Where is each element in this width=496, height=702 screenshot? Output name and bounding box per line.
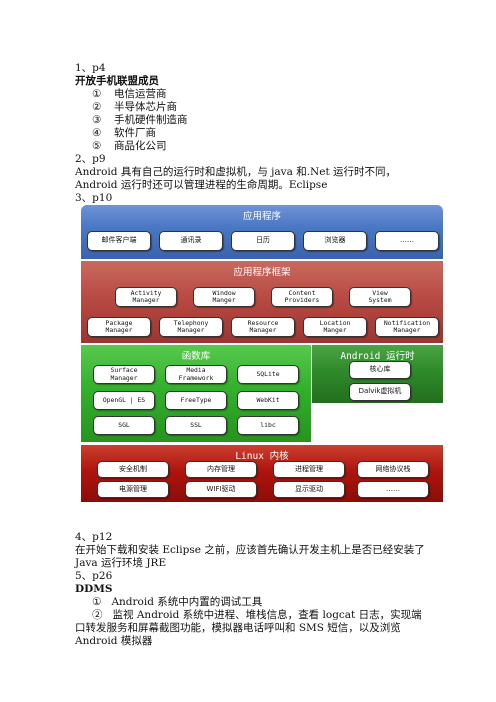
member-item: ② 半导体芯片商 <box>92 101 177 114</box>
section-2-paragraph: Android 具有自己的运行时和虚拟机，与 java 和.Net 运行时不同，… <box>75 166 397 191</box>
ddms-item-number: ② <box>92 609 113 621</box>
library-box: WebKit <box>237 391 299 410</box>
member-item-text: 电信运营商 <box>114 88 167 100</box>
section-3-heading: 3、p10 <box>75 192 113 204</box>
applications-title: 应用程序 <box>242 211 281 222</box>
runtime-title: Android 运行时 <box>340 351 415 362</box>
ddms-item-text: Android 系统中内置的调试工具 <box>111 596 263 608</box>
member-item-text: 软件厂商 <box>114 127 156 139</box>
section-1-heading: 1、p4 <box>75 62 106 74</box>
member-item: ① 电信运营商 <box>92 88 167 101</box>
kernel-title: Linux 内核 <box>235 451 289 462</box>
member-item: ④ 软件厂商 <box>92 127 156 140</box>
member-item-number: ④ <box>92 127 102 139</box>
member-item-number: ⑤ <box>92 140 102 152</box>
member-item-text: 半导体芯片商 <box>114 101 177 113</box>
ddms-item: ① Android 系统中内置的调试工具 <box>75 596 430 609</box>
member-item-number: ① <box>92 88 102 100</box>
kernel-box: …… <box>357 481 429 498</box>
section-4-heading: 4、p12 <box>75 531 113 543</box>
ddms-item: ② 监视 Android 系统中进程、堆栈信息，查看 logcat 日志，实现端… <box>75 609 430 648</box>
library-box: FreeType <box>165 391 227 410</box>
member-item: ③ 手机硬件制造商 <box>92 114 188 127</box>
app-box: 浏览器 <box>303 231 367 251</box>
app-box: 通讯录 <box>159 231 223 251</box>
kernel-box: WIFI驱动 <box>185 481 257 498</box>
kernel-box: 进程管理 <box>273 461 345 478</box>
section-2-heading: 2、p9 <box>75 153 106 165</box>
kernel-box: 网络协议栈 <box>357 461 429 478</box>
member-item-text: 商品化公司 <box>114 140 167 152</box>
section-5-title: DDMS <box>75 583 113 595</box>
applications-layer: 应用程序 邮件客户端通讯录日历浏览器 …… <box>81 205 443 259</box>
kernel-layer: Linux 内核 安全机制内存管理进程管理网络协议栈电源管理 WIFI驱动显示驱动… <box>81 445 443 502</box>
ddms-item-number: ① <box>92 596 112 608</box>
app-box: 邮件客户端 <box>87 231 151 251</box>
member-item-number: ③ <box>92 114 102 126</box>
runtime-layer: Android 运行时 核心库 Dalvik虚拟机 <box>312 345 443 403</box>
section-4-paragraph: 在开始下载和安装 Eclipse 之前，应该首先确认开发主机上是否已经安装了 J… <box>75 544 425 569</box>
runtime-box: Dalvik虚拟机 <box>349 383 411 401</box>
section-5-heading: 5、p26 <box>75 570 113 582</box>
member-item-text: 手机硬件制造商 <box>114 114 188 126</box>
libraries-title: 函数库 <box>181 351 211 362</box>
kernel-box: 电源管理 <box>97 481 169 498</box>
library-box: SSL <box>165 416 227 435</box>
app-box: …… <box>375 231 439 251</box>
ddms-item-text: 监视 Android 系统中进程、堆栈信息，查看 logcat 日志，实现端口转… <box>75 609 422 647</box>
kernel-box: 内存管理 <box>185 461 257 478</box>
library-box: SGL <box>93 416 155 435</box>
member-item: ⑤ 商品化公司 <box>92 140 167 153</box>
member-item-number: ② <box>92 101 102 113</box>
framework-title: 应用程序框架 <box>233 267 291 278</box>
runtime-box: 核心库 <box>349 361 411 379</box>
library-box: libc <box>237 416 299 435</box>
kernel-box: 显示驱动 <box>273 481 345 498</box>
kernel-box: 安全机制 <box>97 461 169 478</box>
section-1-title: 开放手机联盟成员 <box>75 75 159 87</box>
app-box: 日历 <box>231 231 295 251</box>
library-box: SQLite <box>237 365 299 384</box>
library-box: OpenGL | ES <box>93 391 155 410</box>
